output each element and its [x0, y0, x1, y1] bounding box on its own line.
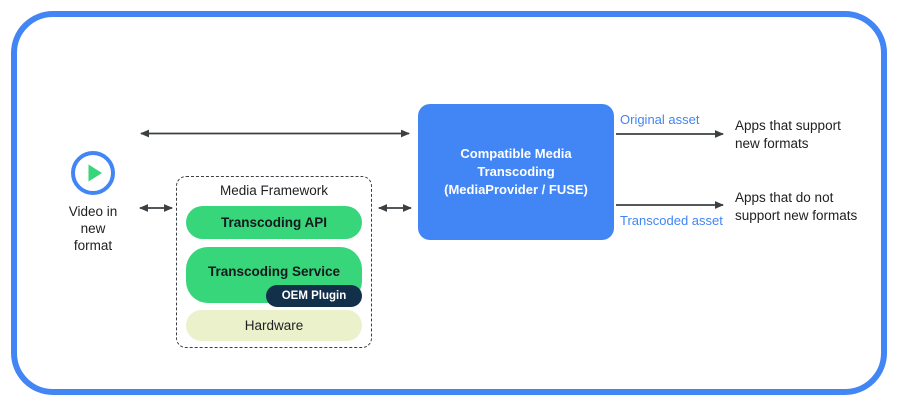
original-asset-label: Original asset	[620, 112, 700, 127]
transcoding-api-label: Transcoding API	[220, 215, 328, 230]
video-source-label: Video in new format	[68, 204, 118, 253]
oem-plugin-badge[interactable]: OEM Plugin	[266, 285, 362, 307]
hardware-label: Hardware	[244, 318, 304, 333]
oem-plugin-label: OEM Plugin	[281, 290, 347, 302]
diagram-outer-frame	[11, 11, 887, 395]
apps-not-supporting-label: Apps that do not support new formats	[735, 190, 858, 223]
compatible-media-transcoding-label: Compatible Media Transcoding (MediaProvi…	[444, 146, 588, 197]
media-framework-title: Media Framework	[219, 183, 329, 198]
apps-supporting-label: Apps that support new formats	[735, 118, 841, 151]
media-framework-box	[176, 176, 372, 348]
transcoded-asset-label: Transcoded asset	[620, 213, 723, 228]
compatible-media-transcoding-box[interactable]: Compatible Media Transcoding (MediaProvi…	[418, 104, 614, 240]
transcoding-api-block[interactable]: Transcoding API	[186, 206, 362, 239]
play-circle-icon	[71, 151, 115, 195]
transcoding-service-label: Transcoding Service	[207, 263, 341, 279]
hardware-block[interactable]: Hardware	[186, 310, 362, 341]
